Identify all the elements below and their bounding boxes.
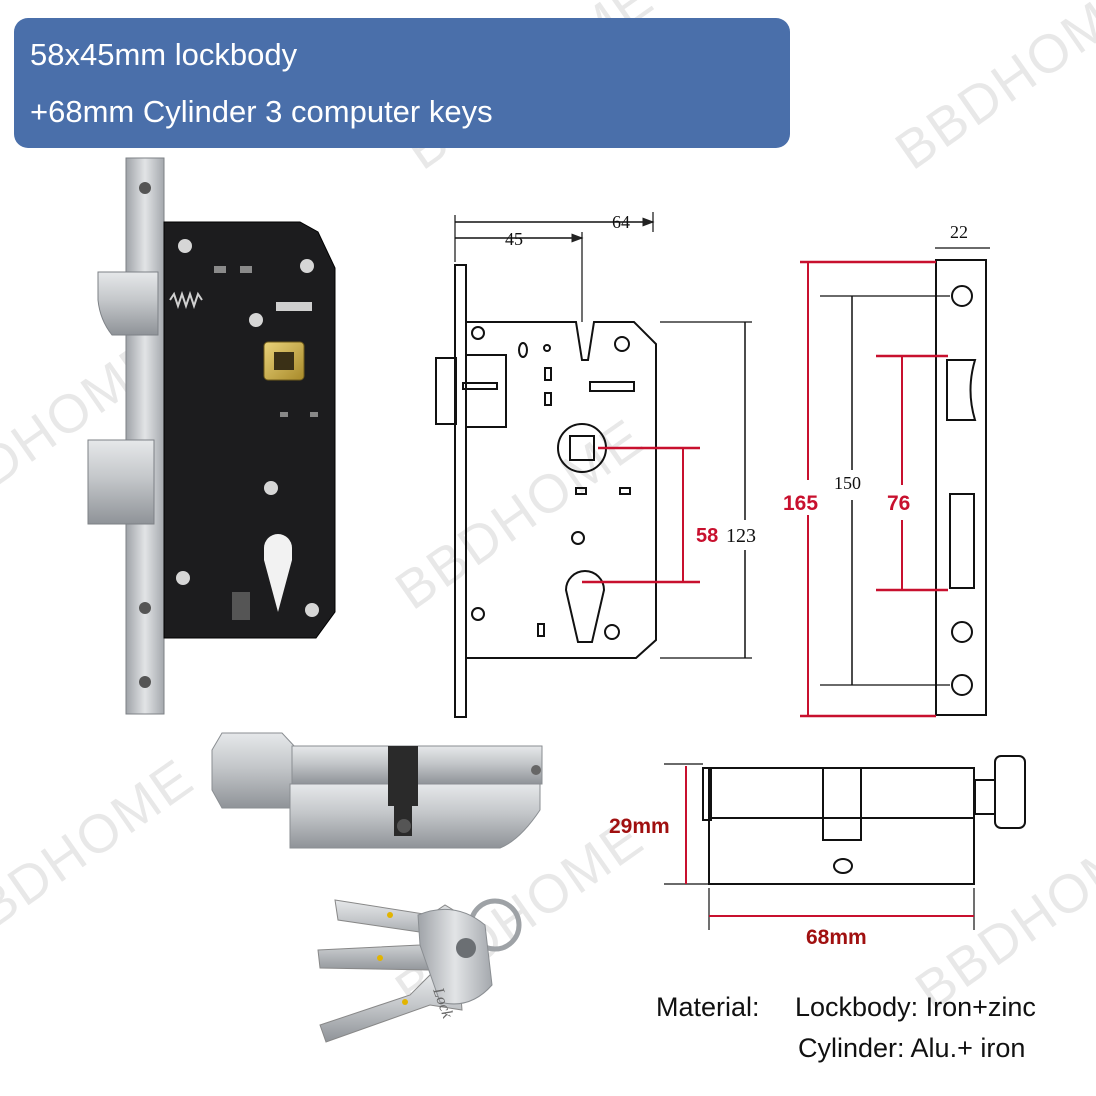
faceplate-drawing (820, 247, 990, 716)
material-label: Material: (656, 992, 760, 1022)
dim-76-label: 76 (887, 492, 910, 515)
dim-123-label: 123 (726, 525, 756, 547)
banner-cylinder-keys: +68mm Cylinder 3 computer keys (30, 94, 493, 129)
cylinder-photo (211, 732, 543, 849)
dim-150-label: 150 (834, 473, 861, 493)
material-lockbody: Lockbody: Iron+zinc (795, 992, 1036, 1022)
dim-58-label: 58 (696, 525, 718, 547)
title-banner: 58x45mm lockbody +68mm Cylinder 3 comput… (14, 18, 790, 148)
lockbody-red-dimension (582, 446, 700, 584)
banner-lockbody-size: 58x45mm lockbody (30, 37, 298, 72)
lockbody-photo (87, 157, 336, 715)
dim-165-label: 165 (783, 492, 818, 515)
dim-29mm-label: 29mm (609, 815, 670, 838)
lockbody-side-drawing (435, 212, 752, 718)
cylinder-red-dimensions (685, 766, 974, 917)
dim-68mm-label: 68mm (806, 926, 867, 949)
cylinder-drawing (664, 755, 1026, 930)
faceplate-red-dimensions (800, 260, 948, 718)
material-cylinder: Cylinder: Alu.+ iron (798, 1033, 1026, 1063)
dim-64-label: 64 (612, 212, 630, 232)
dim-22-label: 22 (950, 222, 968, 242)
keys-photo (317, 898, 522, 1043)
dim-45-label: 45 (505, 229, 523, 249)
